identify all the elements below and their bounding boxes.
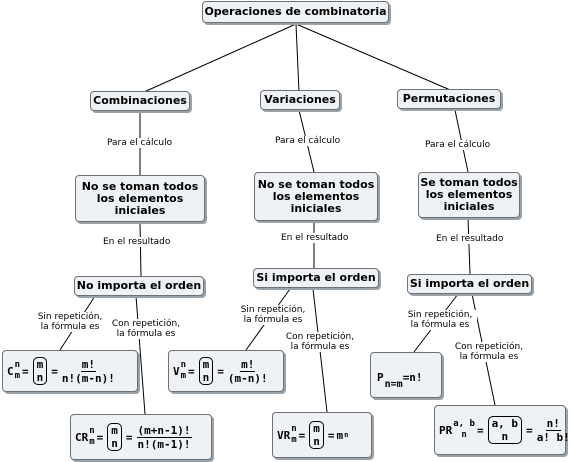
power-base: m: [336, 428, 344, 442]
link-label-resultado-1: En el resultado: [102, 237, 172, 247]
combinaciones-node: Combinaciones: [90, 91, 190, 111]
order-label-combinaciones: No importa el orden: [76, 279, 202, 292]
permutaciones-label: Permutaciones: [402, 92, 496, 105]
con-label-variaciones: Con repetición, la fórmula es: [283, 332, 357, 352]
order-node-combinaciones: No importa el orden: [74, 276, 204, 296]
root-label: Operaciones de combinatoria: [204, 5, 387, 18]
con-label-combinaciones: Con repetición, la fórmula es: [109, 319, 183, 339]
power-exponent: n: [344, 430, 349, 439]
symbol-vr: VR: [277, 428, 291, 442]
sub-m: m: [14, 371, 21, 381]
fraction: m!(m-n)!: [227, 357, 268, 385]
fraction: (m+n-1)!n!(m-1)!: [136, 423, 192, 451]
combinaciones-label: Combinaciones: [93, 94, 187, 107]
sin-label-variaciones: Sin repetición, la fórmula es: [236, 305, 310, 325]
order-node-variaciones: Si importa el orden: [253, 268, 379, 288]
formula-permutaciones-sin: P n=m =n!: [370, 352, 442, 398]
order-node-permutaciones: Si importa el orden: [407, 274, 532, 294]
sin-label-combinaciones: Sin repetición, la fórmula es: [33, 312, 107, 332]
link-label-calculo-3: Para el cálculo: [424, 140, 492, 150]
link-label-resultado-3: En el resultado: [435, 234, 505, 244]
order-label-variaciones: Si importa el orden: [256, 271, 376, 284]
root-node: Operaciones de combinatoria: [202, 1, 389, 23]
fraction: n!a! b!: [536, 416, 570, 444]
fraction: m!n!(m-n)!: [61, 357, 115, 385]
take-label-permutaciones: Se toman todos los elementos iniciales: [420, 176, 518, 213]
order-label-permutaciones: Si importa el orden: [409, 277, 530, 290]
con-label-permutaciones: Con repetición, la fórmula es: [452, 342, 526, 362]
take-label-variaciones: No se toman todos los elementos iniciale…: [257, 177, 375, 215]
variaciones-node: Variaciones: [260, 90, 340, 110]
permutaciones-node: Permutaciones: [397, 89, 501, 109]
link-label-resultado-2: En el resultado: [280, 233, 350, 243]
sup-n: n: [14, 360, 21, 370]
take-node-combinaciones: No se toman todos los elementos iniciale…: [75, 175, 205, 222]
symbol-cr: CR: [75, 430, 89, 444]
link-label-calculo-2: Para el cálculo: [274, 136, 342, 146]
symbol-v: V: [173, 364, 180, 378]
take-label-combinaciones: No se toman todos los elementos iniciale…: [81, 179, 199, 217]
sub-n-equals-m: n=m: [384, 379, 403, 390]
symbol-p: P: [377, 371, 384, 384]
rhs-n-factorial: =n!: [402, 371, 423, 384]
take-node-permutaciones: Se toman todos los elementos iniciales: [418, 172, 520, 218]
take-node-variaciones: No se toman todos los elementos iniciale…: [254, 172, 378, 221]
symbol-pr: PR: [439, 423, 453, 437]
symbol-c: C: [7, 364, 14, 378]
variaciones-label: Variaciones: [264, 93, 336, 106]
link-label-calculo-1: Para el cálculo: [106, 138, 174, 148]
sin-label-permutaciones: Sin repetición, la fórmula es: [403, 310, 477, 330]
